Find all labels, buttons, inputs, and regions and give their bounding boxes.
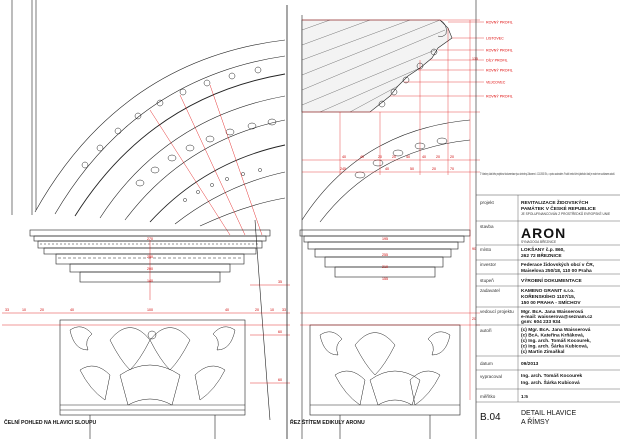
callout-3: ROVNÝ PROFIL (486, 49, 513, 53)
dim-left-bottom-1: 33 (5, 308, 9, 312)
label-autori: autoři (480, 328, 492, 333)
label-datum: datum (480, 361, 493, 366)
dim-left-height-3: 60 (278, 378, 282, 382)
dim-mid-5: 70 (450, 167, 454, 171)
dim-right-width-4: 155 (382, 277, 388, 281)
autori-line-1: (c) Mgr. BcA. Jana Waisserová (521, 327, 591, 333)
projekt-line-1: REVITALIZACE ŽIDOVSKÝCH (521, 198, 589, 206)
investor-line-1: Federace židovských obcí v ČR, (521, 261, 595, 268)
arch-ornament (81, 66, 277, 202)
label-projekt: projekt (480, 200, 495, 205)
label-zadavatel: zadavatel (480, 288, 500, 293)
dim-top-3: 20 (378, 155, 382, 159)
dim-mid-2: 40 (385, 167, 389, 171)
dim-top-7: 20 (436, 155, 440, 159)
vedouci-line-1: Mgr. BcA. Jana Waisserová (521, 309, 584, 315)
autori-line-5: (c) Martin Zimaškal (521, 349, 564, 355)
stavba-title: ARON (521, 225, 566, 241)
dim-right-height-1: 135 (472, 57, 478, 61)
dim-left-width-2: 250 (147, 255, 153, 259)
left-view-caption: ČELNÍ POHLED NA HLAVICI SLOUPU (4, 418, 96, 426)
datum-value: 09/2013 (521, 361, 539, 367)
label-meritko: měřítko (480, 394, 496, 399)
autori-line-2: (c) BcA. Kateřina Krňáková, (521, 333, 585, 339)
dim-top-2: 40 (360, 155, 364, 159)
dim-mid-4: 20 (432, 167, 436, 171)
meritko-value: 1:5 (521, 394, 528, 400)
stavba-subtitle: SYNAGOGA BŘEZNICE (521, 239, 556, 244)
label-vypracoval: vypracoval (480, 374, 502, 379)
projekt-line-2: PAMÁTEK V ČESKÉ REPUBLICE (521, 204, 597, 212)
dim-left-bottom-2: 10 (22, 308, 26, 312)
vypracoval-line-1: Ing. arch. Tomáš Kocourek (521, 373, 583, 379)
dim-left-bottom-9: 33 (282, 308, 286, 312)
label-vedouci: vedoucí projektu (480, 309, 514, 314)
dim-top-6: 40 (422, 155, 426, 159)
copyright-note: © Všechny části této projektové dokument… (480, 172, 615, 176)
callout-2: LISTOVEC (486, 37, 504, 41)
misto-line-2: 262 72 BŘEZNICE (521, 251, 562, 259)
zadavatel-line-2: KOŘENSKÉHO 1107/15, (521, 292, 576, 300)
right-view (286, 5, 471, 439)
sheet-title-line-1: DETAIL HLAVICE (521, 410, 576, 417)
sheet-title-line-2: A ŘÍMSY (521, 417, 550, 426)
dim-left-height-1: 35 (278, 280, 282, 284)
left-dimensions: 270 250 200 140 33 10 20 40 100 40 20 10… (2, 237, 290, 384)
callout-1: ROVNÝ PROFIL (486, 21, 513, 25)
label-stavba: stavba (480, 224, 494, 229)
right-dimensions: 40 40 20 20 40 40 20 20 245 40 50 20 70 … (300, 19, 480, 400)
autori-line-3: (c) Ing. arch. Tomáš Kocourek, (521, 338, 591, 344)
vedouci-line-3: gsm: 604 233 934 (521, 319, 561, 325)
title-block: © Všechny části této projektové dokument… (475, 0, 620, 439)
dim-left-width-1: 270 (147, 237, 153, 241)
callout-5: ROVNÝ PROFIL (486, 69, 513, 73)
misto-line-1: LOKŠANY č.p. 860, (521, 245, 565, 253)
callout-4: DÍLY PROFIL (486, 59, 508, 63)
dim-left-width-4: 140 (147, 279, 153, 283)
dim-right-width-2: 255 (382, 253, 388, 257)
dim-top-5: 40 (406, 155, 410, 159)
autori-line-4: (c) Ing. arch. Šárka Kubicová, (521, 342, 589, 350)
stupen-value: VÝROBNÍ DOKUMENTACE (521, 276, 582, 284)
dim-mid-1: 245 (340, 167, 346, 171)
dim-left-bottom-6: 40 (225, 308, 229, 312)
dim-right-width-1: 195 (382, 237, 388, 241)
capital-foliage (60, 326, 245, 411)
right-view-caption: ŘEZ ŠTÍTEM EDIKULY ARONU (290, 418, 365, 426)
dim-top-8: 20 (450, 155, 454, 159)
dim-right-height-3: 20 (472, 317, 476, 321)
label-stupen: stupeň (480, 278, 494, 283)
callout-6: VEJCOVEC (486, 81, 506, 85)
sheet-number: B.04 (480, 412, 501, 423)
dim-mid-3: 50 (410, 167, 414, 171)
dim-left-bottom-7: 20 (255, 308, 259, 312)
dim-left-bottom-4: 40 (70, 308, 74, 312)
dim-top-4: 20 (392, 155, 396, 159)
vypracoval-line-2: Ing. arch. Šárka Kubicová (521, 378, 580, 386)
projekt-line-3: JE SPOLUFINANCOVÁN Z PROSTŘEDKŮ EVROPSKÉ… (521, 211, 610, 216)
zadavatel-line-3: 150 00 PRAHA - SMÍCHOV (521, 298, 581, 306)
dim-left-bottom-8: 10 (270, 308, 274, 312)
investor-line-2: Maiselova 250/18, 110 00 Praha (521, 268, 592, 274)
callout-7: ROVNÝ PROFIL (486, 95, 513, 99)
label-misto: místo (480, 247, 492, 252)
dim-left-height-2: 60 (278, 330, 282, 334)
profile-callouts: ROVNÝ PROFIL LISTOVEC ROVNÝ PROFIL DÍLY … (390, 21, 513, 99)
dim-top-1: 40 (342, 155, 346, 159)
dim-left-bottom-3: 20 (40, 308, 44, 312)
zadavatel-line-1: KAMENO GRANIT s.r.o. (521, 288, 575, 294)
label-investor: investor (480, 262, 497, 267)
vedouci-line-2: e-mail: waisserova@seznam.cz (521, 314, 593, 320)
dim-left-bottom-5: 100 (147, 308, 153, 312)
dim-left-width-3: 200 (147, 267, 153, 271)
left-view (11, 0, 286, 439)
dim-right-width-3: 210 (382, 265, 388, 269)
dim-right-height-2: 90 (472, 247, 476, 251)
